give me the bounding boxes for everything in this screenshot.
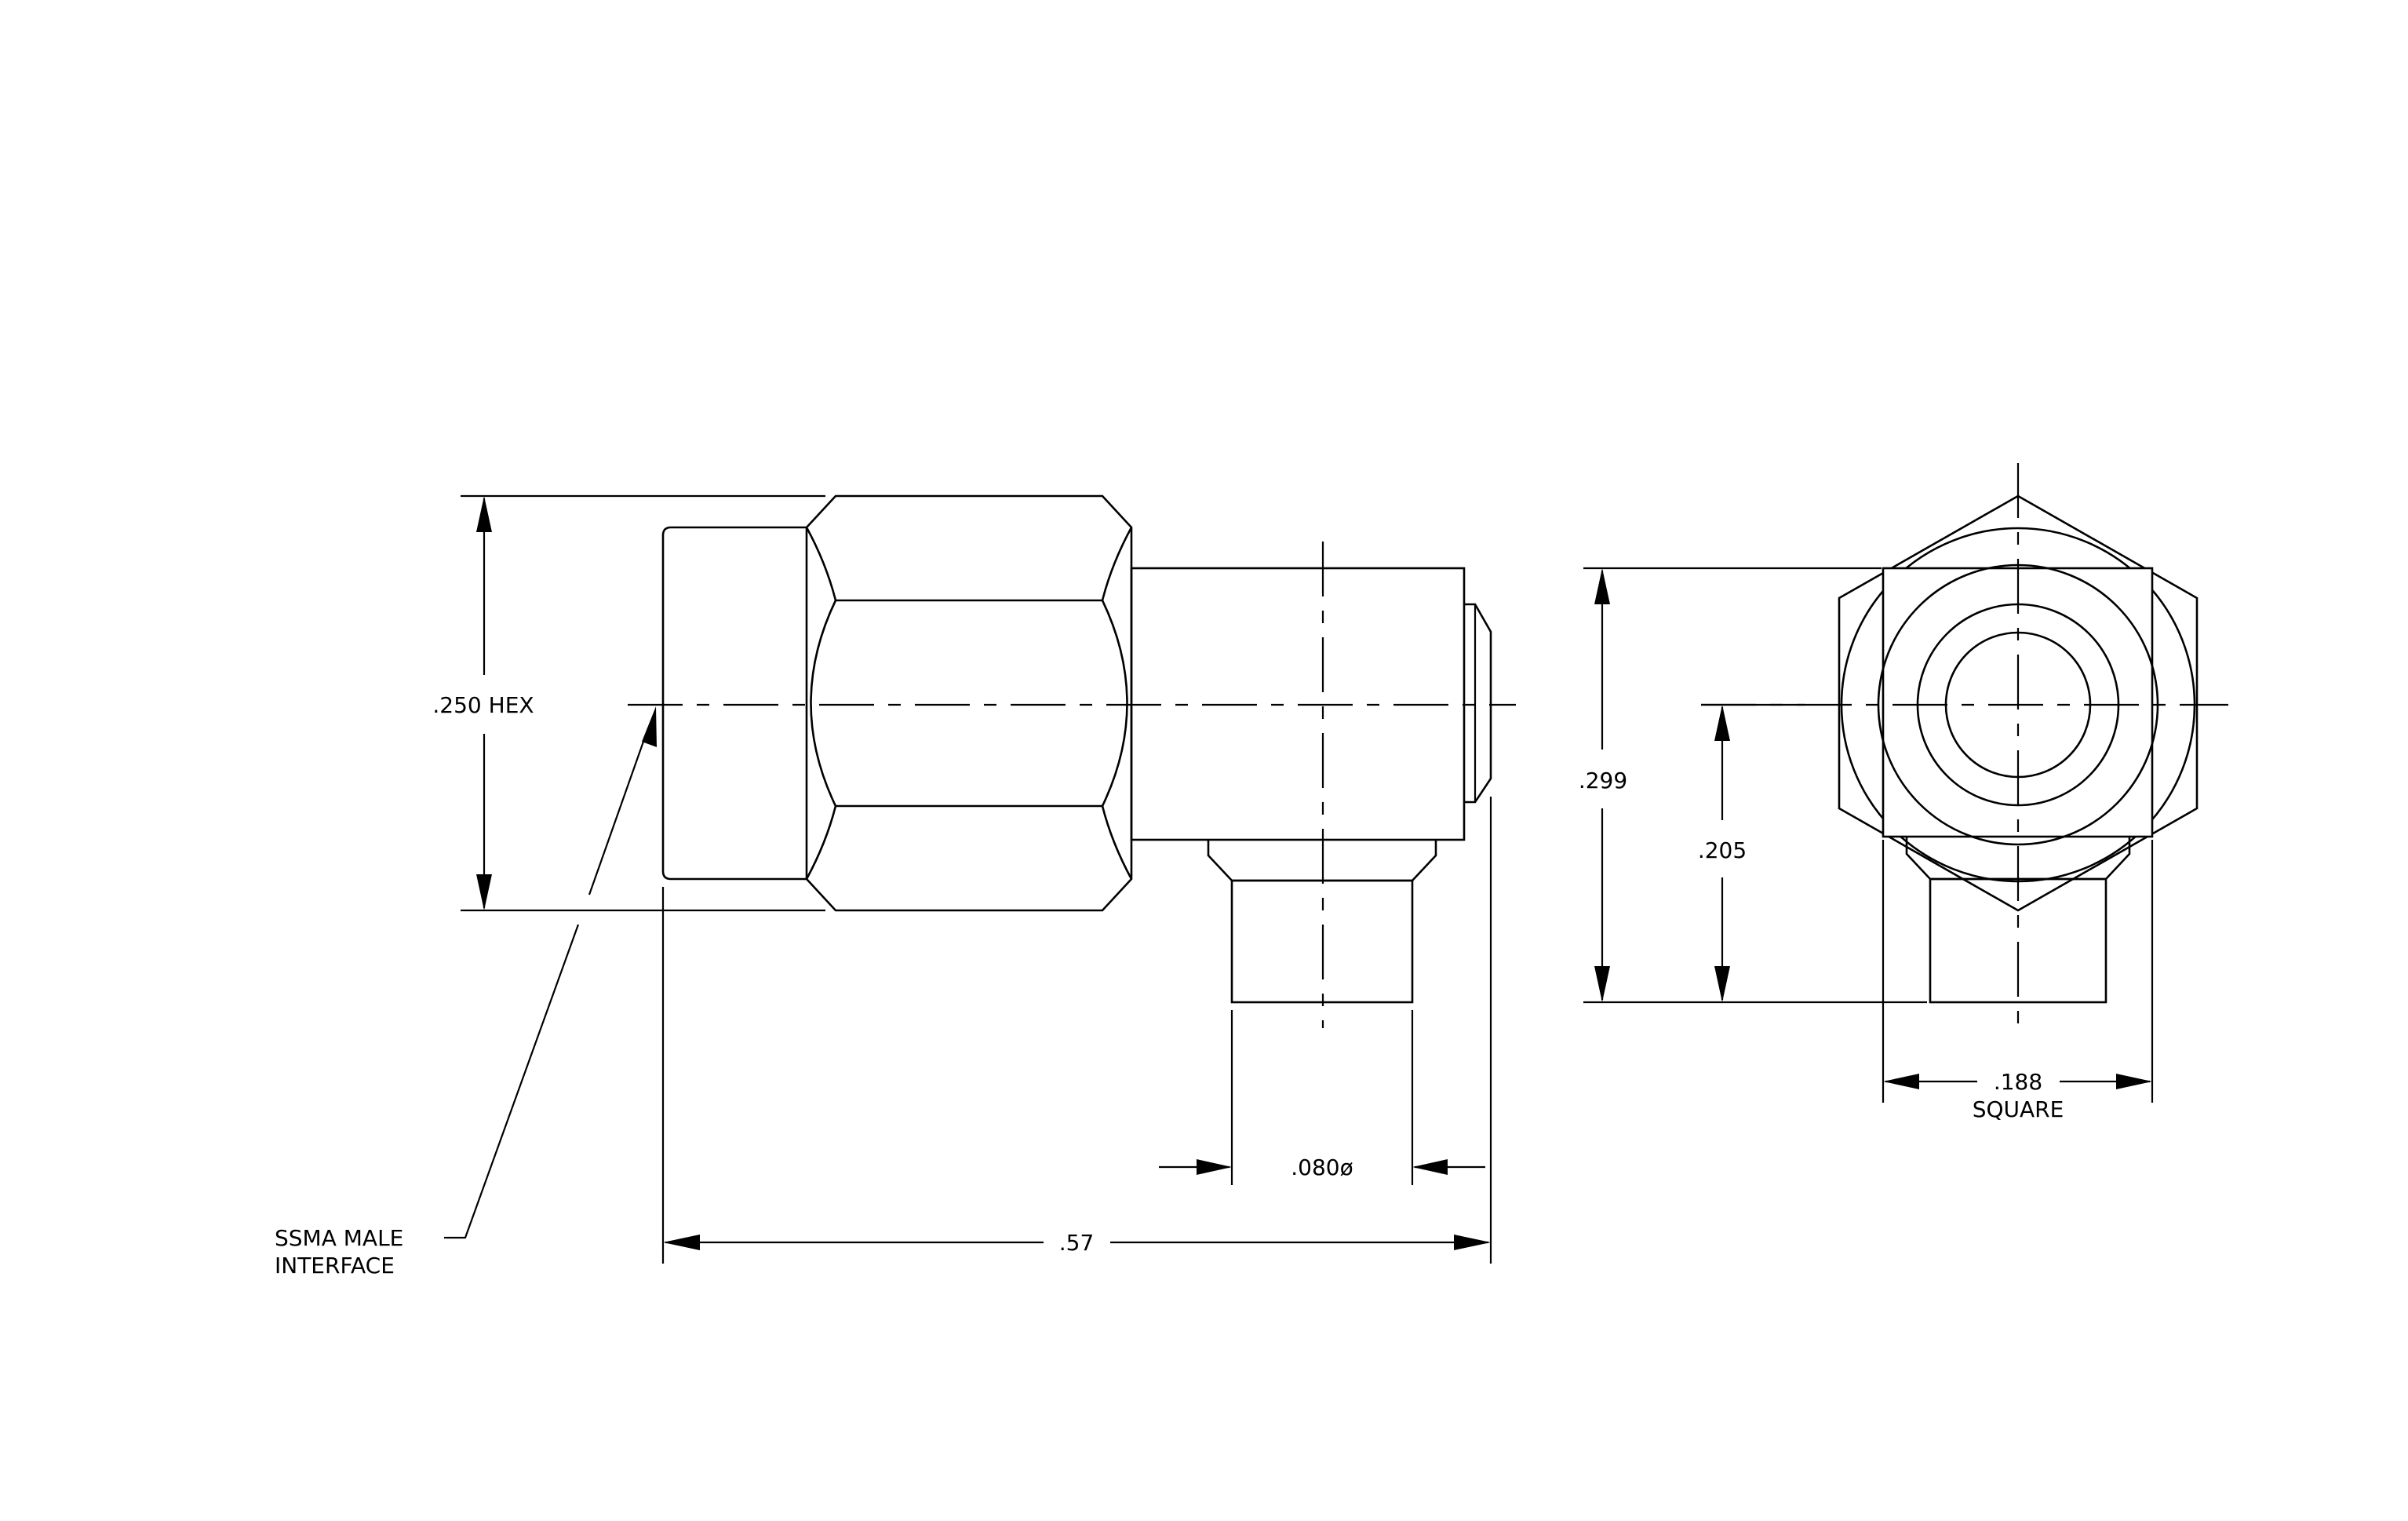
hex-chamfer-arcs-left [805, 527, 837, 880]
length-label: .57 [1059, 1230, 1095, 1256]
square-value-label: .188 [1994, 1069, 2042, 1095]
hex-label: .250 HEX [432, 692, 534, 718]
height-total-label: .299 [1579, 768, 1627, 793]
interface-leader: SSMA MALE INTERFACE [275, 706, 657, 1278]
height-center-dimension: .205 [1698, 703, 1805, 1002]
side-view [628, 494, 1516, 1028]
interface-label-line1: SSMA MALE [275, 1225, 403, 1251]
hex-chamfer-arcs-right [1101, 527, 1133, 880]
height-center-label: .205 [1698, 837, 1747, 863]
square-word-label: SQUARE [1973, 1096, 2064, 1122]
end-view-hex [1838, 494, 2199, 912]
diameter-dimension: .080ø [1159, 1010, 1485, 1185]
square-dimension: .188 SQUARE [1882, 840, 2154, 1122]
interface-label-line2: INTERFACE [275, 1253, 395, 1278]
coupling-nut-front [661, 526, 808, 881]
length-dimension: .57 [661, 797, 1492, 1264]
height-total-dimension: .299 [1579, 567, 1927, 1004]
diameter-label: .080ø [1291, 1154, 1353, 1180]
hex-nut [806, 494, 1133, 912]
hex-dimension: .250 HEX [432, 494, 825, 912]
rear-cap [1464, 603, 1492, 804]
end-view [1701, 463, 2228, 1034]
